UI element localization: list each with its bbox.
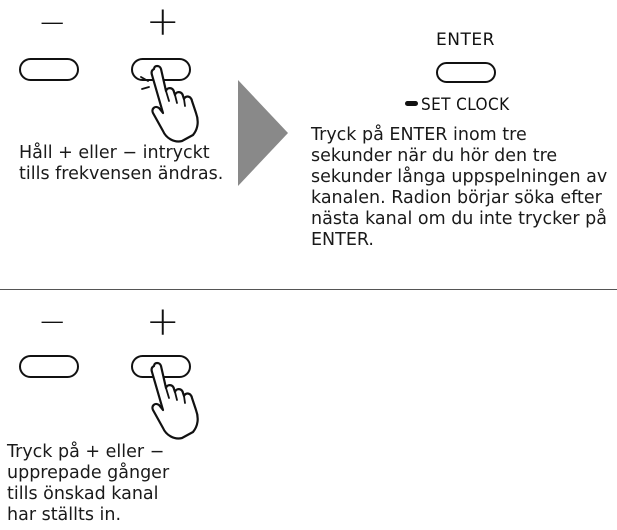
plus-symbol: +: [146, 299, 180, 345]
pointing-hand-icon: [150, 361, 199, 440]
minus-button[interactable]: [19, 58, 79, 81]
step1-caption: Håll + eller − intryckt tills frekvensen…: [19, 143, 224, 184]
set-clock-text: SET CLOCK: [421, 95, 510, 115]
enter-label: ENTER: [436, 30, 495, 50]
minus-button[interactable]: [19, 355, 79, 378]
minus-symbol: −: [38, 3, 67, 43]
step2-caption: Tryck på ENTER inom tre sekunder när du …: [311, 125, 608, 250]
minus-symbol: −: [38, 302, 67, 342]
set-clock-label: SET CLOCK: [405, 95, 510, 115]
enter-button[interactable]: [436, 62, 496, 83]
step3-caption: Tryck på + eller − upprepade gånger till…: [7, 442, 170, 525]
pointing-hand-icon: [140, 64, 199, 143]
section-divider: [0, 289, 617, 290]
arrow-right-icon: [238, 80, 288, 186]
plus-symbol: +: [146, 0, 180, 45]
set-clock-dash: [405, 100, 418, 106]
